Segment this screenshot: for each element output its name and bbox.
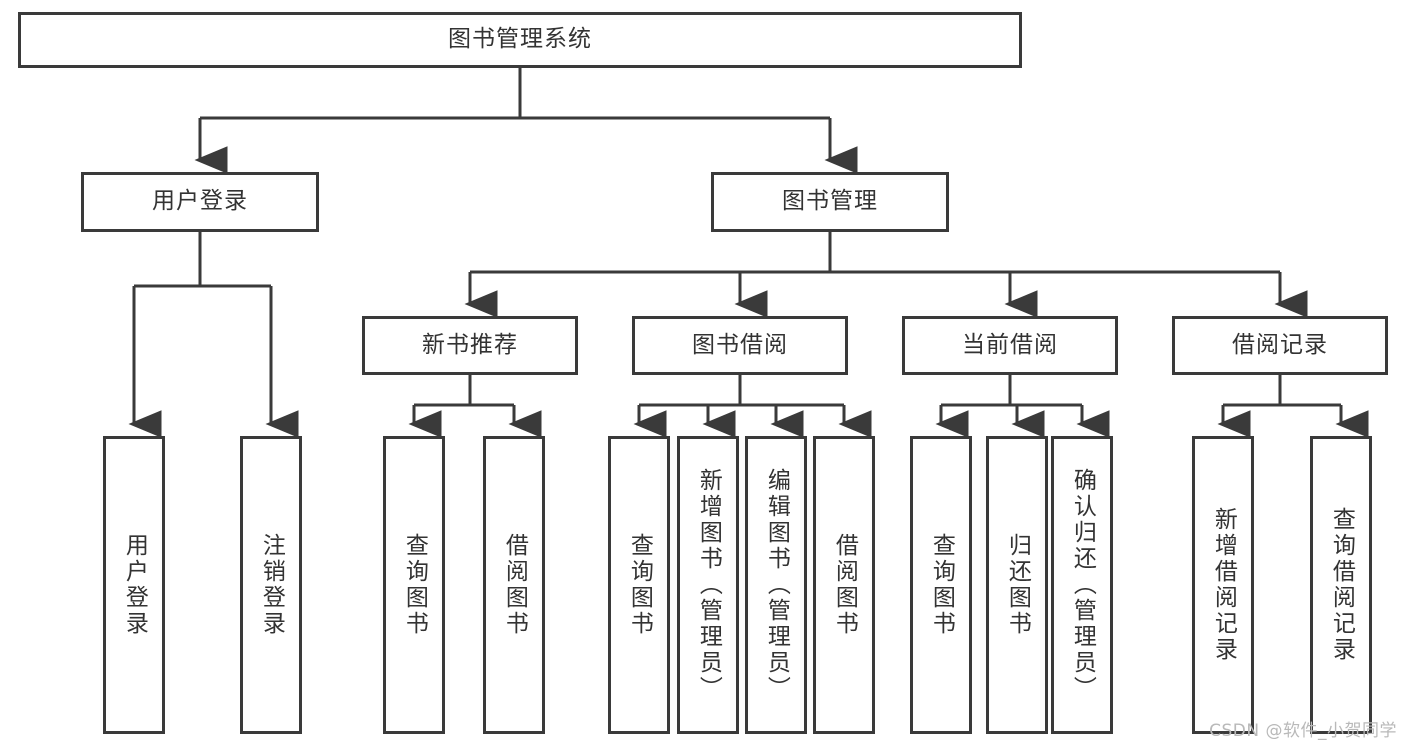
leaf-current-confirm-return[interactable]: 确认归还（管理员） — [1051, 436, 1113, 734]
leaf-borrow-edit-book-label: 编辑图书（管理员） — [763, 468, 790, 702]
leaf-record-query[interactable]: 查询借阅记录 — [1310, 436, 1372, 734]
node-book-management-label: 图书管理 — [782, 188, 878, 215]
node-new-book-recommend[interactable]: 新书推荐 — [362, 316, 578, 375]
leaf-borrow-edit-book[interactable]: 编辑图书（管理员） — [745, 436, 807, 734]
leaf-borrow-borrow-book-label: 借阅图书 — [831, 533, 858, 637]
leaf-borrow-query-book-label: 查询图书 — [626, 533, 653, 637]
leaf-user-login[interactable]: 用户登录 — [103, 436, 165, 734]
leaf-user-login-label: 用户登录 — [121, 533, 148, 637]
leaf-current-query-book-label: 查询图书 — [928, 533, 955, 637]
leaf-record-query-label: 查询借阅记录 — [1328, 507, 1355, 663]
node-current-borrow[interactable]: 当前借阅 — [902, 316, 1118, 375]
leaf-user-logout[interactable]: 注销登录 — [240, 436, 302, 734]
node-user-login-label: 用户登录 — [152, 188, 248, 215]
leaf-borrow-query-book[interactable]: 查询图书 — [608, 436, 670, 734]
node-current-borrow-label: 当前借阅 — [962, 331, 1058, 358]
leaf-recommend-borrow-book[interactable]: 借阅图书 — [483, 436, 545, 734]
leaf-current-query-book[interactable]: 查询图书 — [910, 436, 972, 734]
node-new-book-recommend-label: 新书推荐 — [422, 331, 518, 358]
node-root-label: 图书管理系统 — [448, 26, 592, 53]
csdn-watermark: CSDN @软件_小贺同学 — [1209, 721, 1397, 741]
node-user-login[interactable]: 用户登录 — [81, 172, 319, 232]
leaf-recommend-query-book[interactable]: 查询图书 — [383, 436, 445, 734]
leaf-borrow-add-book-label: 新增图书（管理员） — [695, 468, 722, 702]
leaf-borrow-add-book[interactable]: 新增图书（管理员） — [677, 436, 739, 734]
leaf-record-add-label: 新增借阅记录 — [1210, 507, 1237, 663]
leaf-recommend-query-book-label: 查询图书 — [401, 533, 428, 637]
leaf-borrow-borrow-book[interactable]: 借阅图书 — [813, 436, 875, 734]
node-borrow-record[interactable]: 借阅记录 — [1172, 316, 1388, 375]
leaf-current-confirm-return-label: 确认归还（管理员） — [1069, 468, 1096, 702]
leaf-current-return-book[interactable]: 归还图书 — [986, 436, 1048, 734]
leaf-current-return-book-label: 归还图书 — [1004, 533, 1031, 637]
leaf-user-logout-label: 注销登录 — [258, 533, 285, 637]
node-root[interactable]: 图书管理系统 — [18, 12, 1022, 68]
node-book-borrow-label: 图书借阅 — [692, 331, 788, 358]
node-borrow-record-label: 借阅记录 — [1232, 331, 1328, 358]
leaf-recommend-borrow-book-label: 借阅图书 — [501, 533, 528, 637]
node-book-borrow[interactable]: 图书借阅 — [632, 316, 848, 375]
node-book-management[interactable]: 图书管理 — [711, 172, 949, 232]
leaf-record-add[interactable]: 新增借阅记录 — [1192, 436, 1254, 734]
